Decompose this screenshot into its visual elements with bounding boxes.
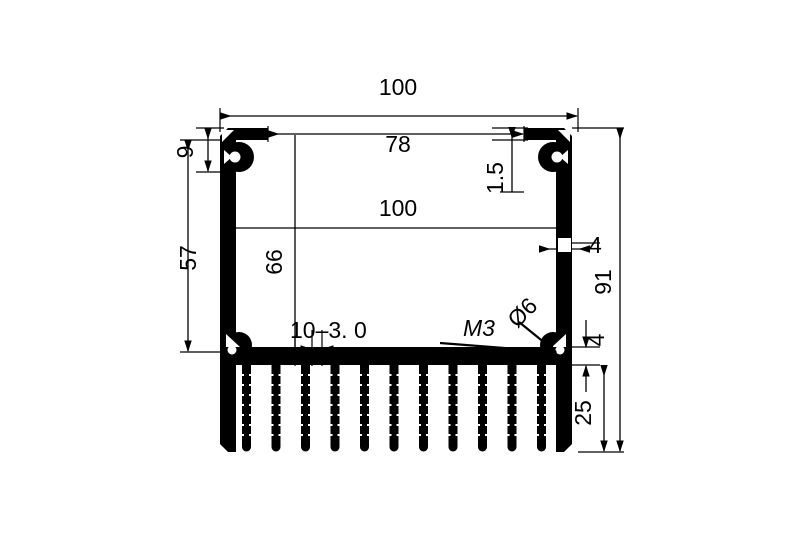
fin — [360, 365, 369, 452]
right-skirt — [556, 365, 572, 452]
boss-slot-top-right — [560, 150, 568, 164]
fin — [301, 365, 310, 452]
label-height-66: 66 — [261, 249, 287, 275]
boss-notch-bottom-right — [552, 334, 566, 347]
chamfer-top-left — [222, 130, 234, 142]
leader-m3 — [439, 341, 557, 354]
top-right-flange — [524, 128, 556, 140]
boss-slot-top-left — [224, 150, 232, 164]
hole-bottom-left — [227, 345, 237, 355]
fin — [448, 365, 458, 452]
label-height-91: 91 — [590, 269, 616, 295]
right-wall-notch — [558, 238, 571, 252]
fin — [537, 365, 546, 452]
chamfer-top-right — [558, 130, 570, 142]
boss-notch-bottom-left — [226, 334, 240, 347]
label-width-100-top: 100 — [379, 74, 417, 100]
fin-array — [242, 365, 546, 452]
fin — [478, 365, 487, 452]
label-width-78: 78 — [385, 131, 411, 157]
fin — [507, 365, 517, 452]
fin — [389, 365, 399, 452]
leader-dia6-arrow — [544, 340, 557, 353]
dimension-lines — [180, 108, 624, 453]
hole-bottom-right — [555, 345, 565, 355]
hole-top-right — [551, 151, 563, 163]
right-wall — [556, 128, 572, 347]
hole-top-left — [229, 151, 241, 163]
label-fin-25: 25 — [570, 400, 596, 426]
label-thread-m3: M3 — [463, 315, 495, 341]
fin-serration-texture — [242, 374, 546, 436]
label-height-9: 9 — [172, 146, 198, 159]
fin — [330, 365, 340, 452]
left-skirt — [220, 365, 236, 452]
label-thickness-1-5: 1.5 — [482, 162, 508, 194]
label-notch-4: 4 — [589, 232, 602, 258]
fin — [242, 365, 251, 452]
label-offset-4: 4 — [583, 333, 609, 346]
left-wall — [220, 128, 236, 347]
top-left-flange — [236, 128, 268, 140]
label-width-100-inner: 100 — [379, 195, 417, 221]
label-fin-pitch: 10–3. 0 — [290, 317, 367, 343]
label-height-57: 57 — [175, 245, 201, 271]
fin — [271, 365, 281, 452]
fin — [419, 365, 428, 452]
